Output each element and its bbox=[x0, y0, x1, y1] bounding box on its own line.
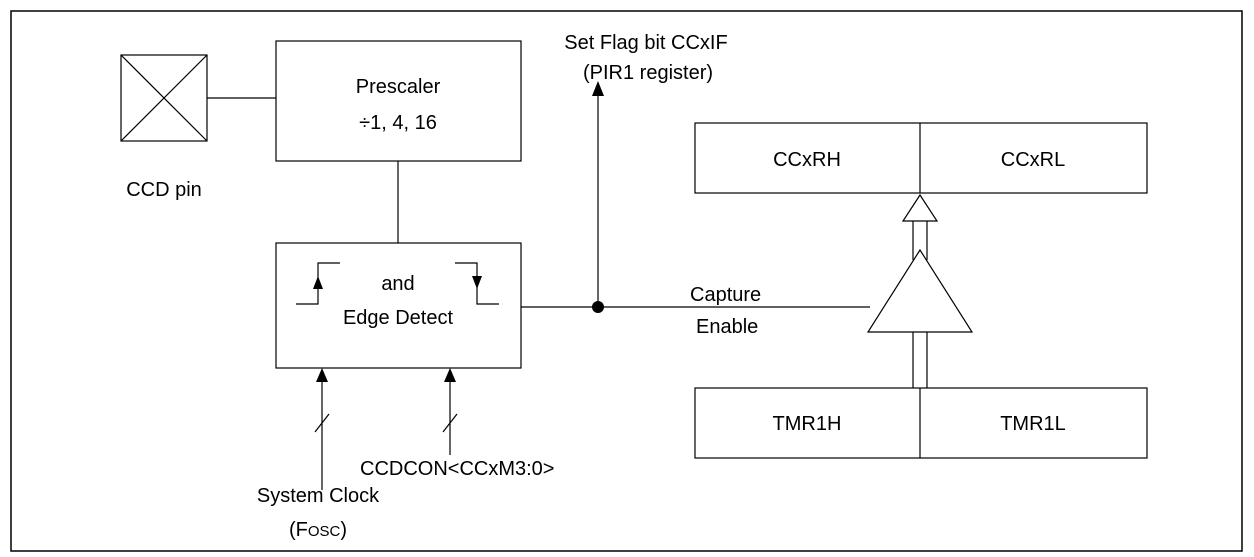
tmr1-to-buffer-bus bbox=[912, 332, 928, 388]
fosc-main: F bbox=[296, 519, 308, 541]
ccd-pin-label: CCD pin bbox=[126, 179, 202, 201]
prescaler-ratios: ÷1, 4, 16 bbox=[359, 112, 437, 134]
capture-buffer bbox=[866, 248, 974, 333]
capture-label-line2: Enable bbox=[696, 316, 758, 338]
system-clock-label: System Clock bbox=[257, 485, 380, 507]
edge-detect-line1: and bbox=[381, 273, 414, 295]
ccxr-register bbox=[694, 122, 1148, 194]
prescaler-title: Prescaler bbox=[356, 76, 441, 98]
ccxrh-label: CCxRH bbox=[773, 149, 841, 171]
flag-arrow bbox=[592, 81, 604, 307]
diagram-frame bbox=[10, 10, 1243, 552]
edge-detect-line2: Edge Detect bbox=[343, 307, 454, 329]
flag-label-line1: Set Flag bit CCxIF bbox=[564, 32, 727, 54]
tmr1h-label: TMR1H bbox=[773, 413, 842, 435]
capture-label-line1: Capture bbox=[690, 284, 761, 306]
falling-edge-icon bbox=[455, 262, 499, 305]
system-clock-input-arrow bbox=[314, 368, 330, 490]
tmr1-register bbox=[694, 387, 1148, 459]
edge-detect-block bbox=[275, 242, 522, 369]
ccd-pin-symbol bbox=[120, 54, 208, 142]
tmr1l-label: TMR1L bbox=[1000, 413, 1066, 435]
prescaler-block bbox=[275, 40, 522, 162]
flag-label-line2: (PIR1 register) bbox=[583, 62, 713, 84]
hollow-arrow-to-ccxr bbox=[901, 193, 939, 260]
fosc-sub: OSC bbox=[308, 523, 341, 540]
system-clock-fosc: (FOSC) bbox=[289, 519, 347, 541]
ccdcon-label: CCDCON<CCxM3:0> bbox=[360, 458, 554, 480]
rising-edge-icon bbox=[296, 262, 340, 305]
ccdcon-input-arrow bbox=[442, 368, 458, 455]
ccxrl-label: CCxRL bbox=[1001, 149, 1065, 171]
